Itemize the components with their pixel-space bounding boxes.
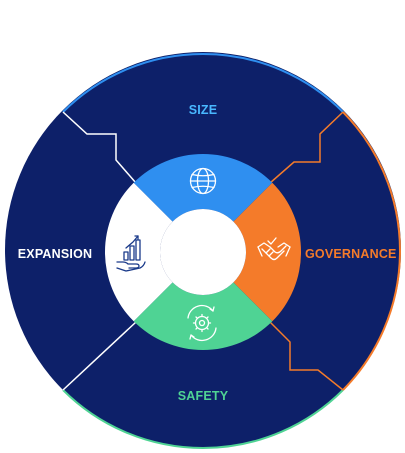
governance-arc-accent: [342, 111, 401, 391]
size-label: SIZE: [189, 103, 218, 117]
gear-cycle-icon: [187, 304, 217, 342]
handshake-icon: [257, 237, 291, 261]
governance-label: GOVERNANCE: [305, 247, 397, 261]
size-segment: [133, 153, 273, 222]
divider-line-top-right: [269, 111, 344, 184]
globe-icon: [189, 167, 217, 195]
safety-label: SAFETY: [178, 389, 229, 403]
center-circle: [160, 209, 246, 295]
size-arc-accent: [62, 53, 344, 113]
growth-hand-icon: [116, 235, 146, 272]
divider-line-top-left: [62, 111, 137, 184]
divider-line-bottom-right: [269, 321, 344, 391]
expansion-label: EXPANSION: [18, 247, 93, 261]
divider-line-bottom-left: [62, 321, 137, 391]
expansion-segment: [104, 182, 173, 322]
safety-arc-accent: [62, 389, 344, 449]
